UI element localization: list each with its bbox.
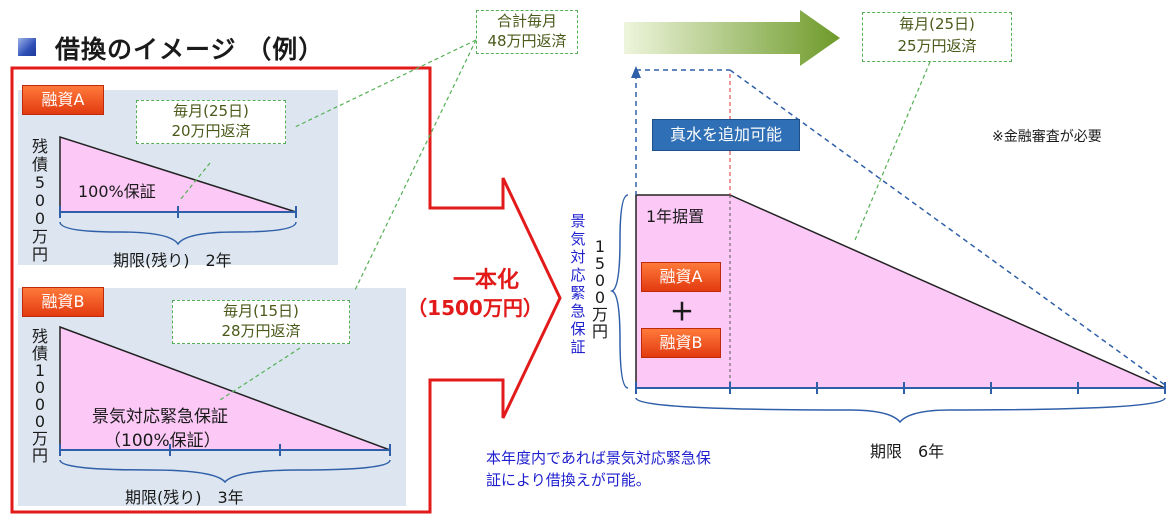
footnote-line2: 証により借換えが可能。 [486, 471, 651, 489]
loan-b-guarantee-line1: 景気対応緊急保証 [92, 407, 228, 427]
loan-b-callout-line1: 毎月(15日) [223, 302, 299, 320]
loan-a-tag: 融資A [22, 85, 104, 115]
consolidation-arrow [10, 66, 562, 514]
loan-a-callout-line1: 毎月(25日) [173, 102, 249, 120]
new-payment-line1: 毎月(25日) [899, 15, 975, 33]
green-arrow [624, 10, 840, 66]
consolidate-label: 一本化 [452, 268, 519, 293]
footnote: 本年度内であれば景気対応緊急保 証により借換えが可能。 [486, 447, 711, 491]
new-payment-line2: 25万円返済 [897, 37, 977, 55]
grace-period-label: 1年据置 [646, 207, 705, 226]
new-loan-term: 期限 6年 [870, 442, 945, 461]
page-title: 借換のイメージ （例） [55, 35, 325, 64]
loan-a-term: 期限(残り) 2年 [113, 251, 232, 270]
footnote-line1: 本年度内であれば景気対応緊急保 [486, 449, 711, 467]
add-funds-button[interactable]: 真水を追加可能 [652, 119, 800, 151]
total-payment-callout: 合計毎月 48万円返済 [476, 10, 578, 54]
loan-a-guarantee: 100%保証 [78, 182, 156, 201]
loan-a-balance: 残債500万円 [31, 137, 48, 264]
title-bullet-icon [18, 38, 36, 56]
new-loan-amount: 1500万円 [591, 237, 608, 341]
loan-b-callout-line2: 28万円返済 [221, 322, 301, 340]
loan-b-callout: 毎月(15日) 28万円返済 [172, 300, 350, 344]
plus-sign: ＋ [670, 298, 694, 326]
loan-a-callout: 毎月(25日) 20万円返済 [136, 100, 286, 144]
loan-b-balance: 残債1000万円 [31, 327, 48, 465]
review-note: ※金融審査が必要 [992, 129, 1102, 145]
new-loan-b-tag: 融資B [641, 328, 721, 358]
total-payment-line2: 48万円返済 [487, 32, 567, 50]
loan-a-callout-line2: 20万円返済 [171, 122, 251, 140]
consolidate-amount: （1500万円） [407, 296, 543, 320]
loan-b-tag: 融資B [22, 287, 104, 317]
new-payment-callout: 毎月(25日) 25万円返済 [862, 12, 1012, 62]
total-payment-line1: 合計毎月 [496, 12, 557, 30]
new-loan-a-tag: 融資A [641, 262, 721, 292]
loan-b-guarantee-line2: （100%保証） [104, 431, 221, 451]
new-guarantee-label: 景気対応緊急保証 [570, 212, 586, 356]
loan-b-term: 期限(残り) 3年 [125, 488, 244, 507]
